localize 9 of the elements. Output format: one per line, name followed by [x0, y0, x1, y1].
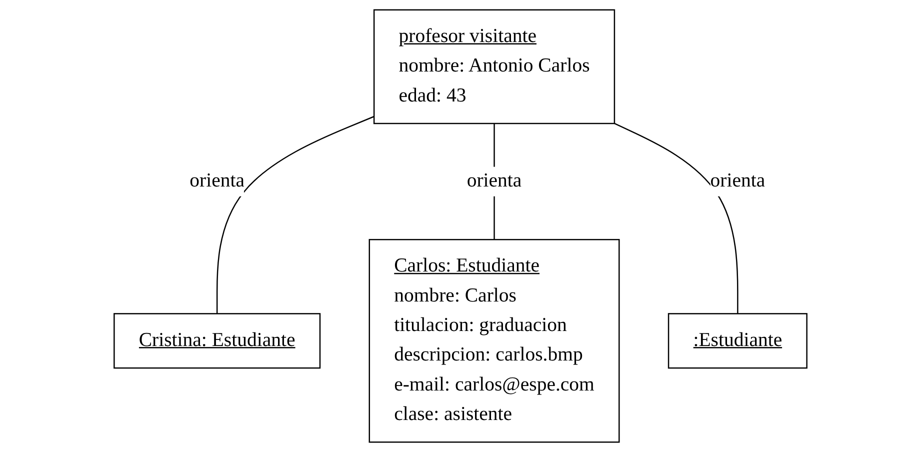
- edge-label: orienta: [466, 170, 522, 192]
- connector: [614, 122, 738, 314]
- node-box: profesor visitante nombre: Antonio Carlos edad: 43: [373, 9, 616, 124]
- edge-label: orienta: [710, 170, 766, 192]
- connector: [216, 116, 374, 314]
- node-box: :Estudiante: [668, 313, 808, 369]
- node-box: Cristina: Estudiante: [114, 313, 321, 369]
- node-box: Carlos: Estudiante nombre: Carlos titulacion: graduacion descripcion: carlos.bmp e-mail: carlos@espe.com clase: asistente: [368, 238, 620, 443]
- edge-label: orienta: [190, 170, 245, 192]
